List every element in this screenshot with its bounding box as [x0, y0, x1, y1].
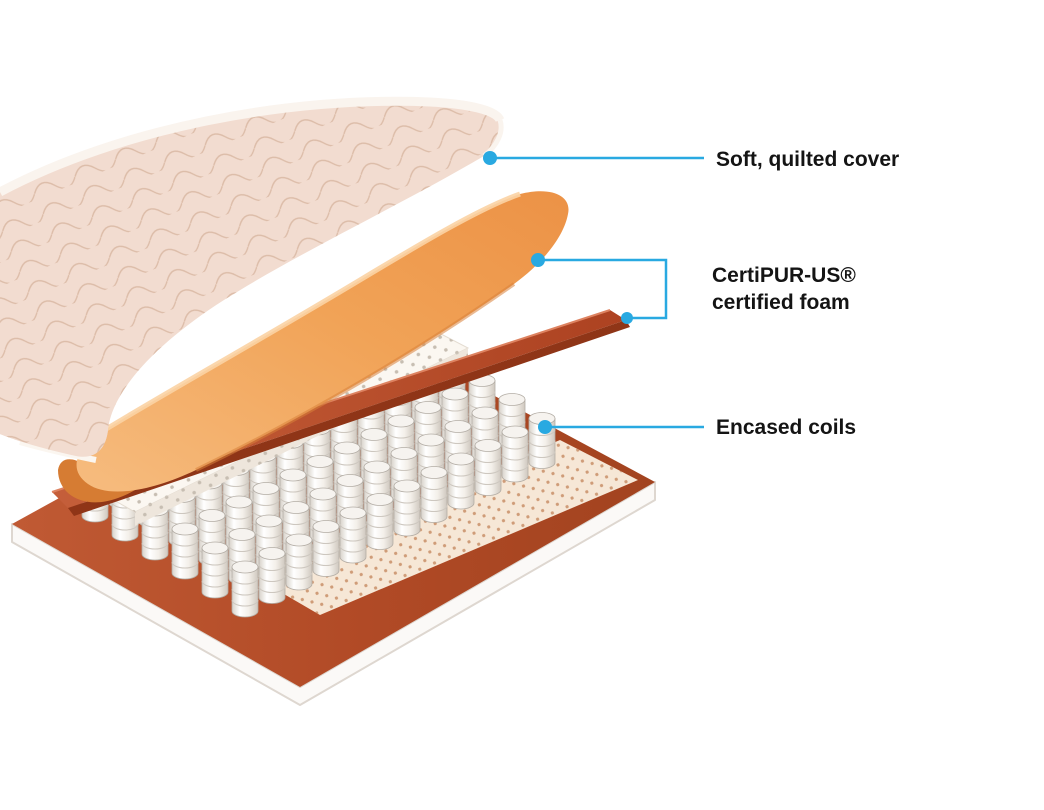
callout-dot-certipur-foam — [531, 253, 545, 267]
callout-line-certipur-foam — [538, 258, 668, 320]
callout-dot-quilted-cover — [483, 151, 497, 165]
callout-label-quilted-cover-text: Soft, quilted cover — [716, 148, 900, 171]
callout-label-certipur-line2: certified foam — [712, 291, 850, 314]
callout-label-certipur-foam: CertiPUR-US® certified foam — [712, 262, 856, 316]
callout-dots — [483, 151, 633, 434]
callout-lines — [490, 156, 704, 429]
callout-label-quilted-cover: Soft, quilted cover — [716, 146, 899, 173]
callout-label-encased-coils-text: Encased coils — [716, 416, 857, 439]
callout-dot-transition-tip — [621, 312, 633, 324]
callout-dot-encased-coils — [538, 420, 552, 434]
callout-label-encased-coils: Encased coils — [716, 414, 856, 441]
callout-label-certipur-line1: CertiPUR-US® — [712, 264, 856, 287]
perforated-strip-right — [246, 440, 638, 615]
certipur-foam-layer — [58, 191, 569, 503]
